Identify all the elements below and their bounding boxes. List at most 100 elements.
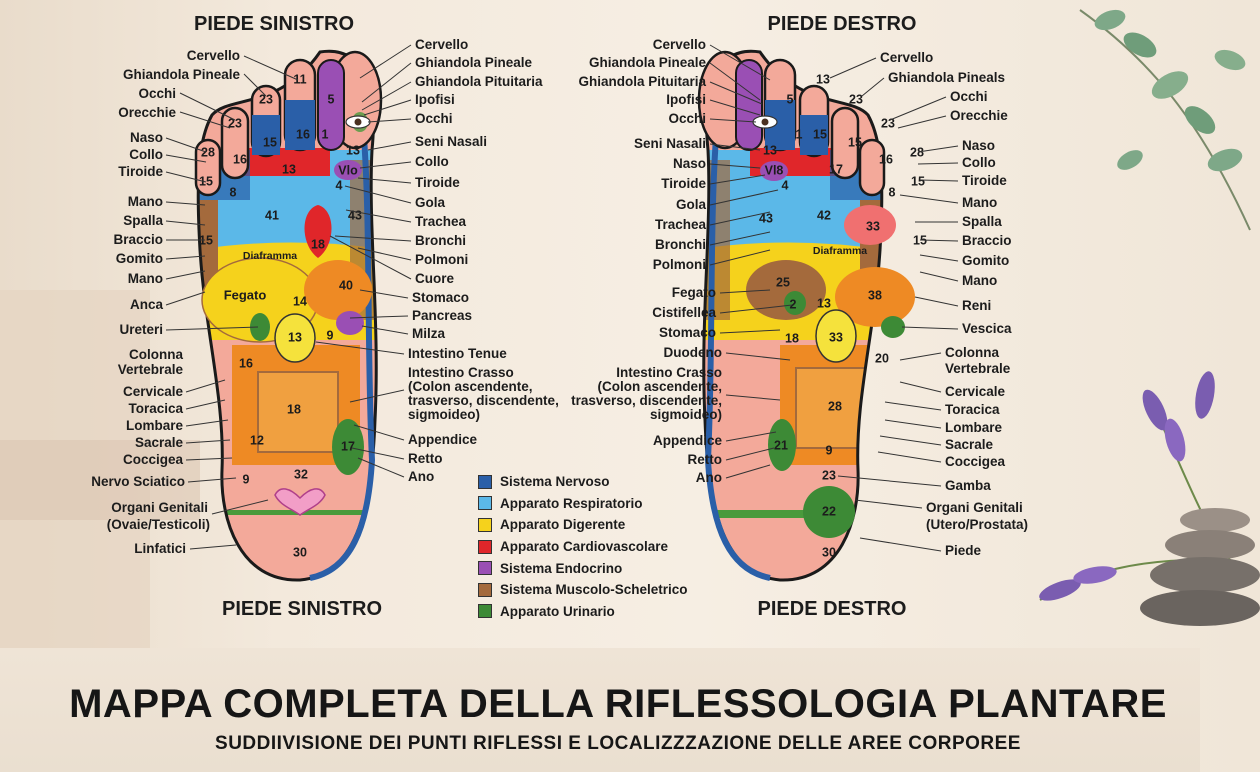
zone-number: 23 bbox=[259, 92, 273, 106]
label: Braccio bbox=[962, 233, 1012, 248]
leader-lines bbox=[165, 44, 959, 552]
zone-number: 18 bbox=[287, 402, 301, 416]
zone-name-diaframma: Diaframma bbox=[813, 245, 867, 257]
zone-number: 28 bbox=[828, 399, 842, 413]
label: Vescica bbox=[962, 321, 1012, 336]
legend-item: Apparato Urinario bbox=[478, 601, 688, 623]
label: Tiroide bbox=[661, 176, 706, 191]
right-heading-top: PIEDE DESTRO bbox=[768, 13, 917, 35]
label: sigmoideo) bbox=[408, 407, 480, 422]
label: Ghiandola Pineale bbox=[415, 55, 533, 70]
legend-swatch bbox=[478, 474, 492, 489]
label: Mano bbox=[962, 195, 997, 210]
label: Trachea bbox=[415, 214, 467, 229]
label: Gomito bbox=[962, 253, 1009, 268]
label: Braccio bbox=[113, 232, 163, 247]
label: Cervello bbox=[187, 48, 240, 63]
label: Collo bbox=[129, 147, 163, 162]
label: Ano bbox=[696, 470, 722, 485]
label: Retto bbox=[688, 452, 723, 467]
label: Bronchi bbox=[415, 233, 466, 248]
zone-number: 22 bbox=[822, 504, 836, 518]
zone-number: 4 bbox=[782, 178, 789, 192]
left-foot: 11 5 1 23 23 16 15 28 16 15 13 8 41 43 1… bbox=[194, 49, 383, 582]
zone-number: 14 bbox=[293, 294, 307, 308]
label: Intestino Tenue bbox=[408, 346, 507, 361]
label: Ureteri bbox=[119, 322, 163, 337]
legend-label: Sistema Nervoso bbox=[500, 474, 610, 490]
label: Coccigea bbox=[945, 454, 1006, 469]
zone-number: 40 bbox=[339, 278, 353, 292]
legend-label: Apparato Respiratorio bbox=[500, 495, 643, 511]
label: Sacrale bbox=[945, 437, 994, 452]
label: Collo bbox=[962, 155, 996, 170]
label: Bronchi bbox=[655, 237, 706, 252]
label: Cervello bbox=[415, 37, 468, 52]
zone-number: 38 bbox=[868, 288, 882, 302]
zone-number: 23 bbox=[228, 116, 242, 130]
zone-number: 28 bbox=[201, 145, 215, 159]
legend-label: Sistema Muscolo-Scheletrico bbox=[500, 582, 688, 598]
zone-number: 16 bbox=[879, 152, 893, 166]
legend-item: Apparato Cardiovascolare bbox=[478, 536, 688, 558]
label: Piede bbox=[945, 543, 982, 558]
eucalyptus-icon bbox=[1079, 9, 1251, 231]
label: Mano bbox=[128, 194, 163, 209]
label: Cervello bbox=[653, 37, 706, 52]
label: Cistifellea bbox=[652, 305, 716, 320]
right-foot: 13 23 23 15 15 16 28 15 1 5 13 17 8 42 4… bbox=[697, 49, 927, 582]
zone-number: 2 bbox=[790, 297, 797, 311]
zone-number: 5 bbox=[328, 92, 335, 106]
label: Trachea bbox=[655, 217, 707, 232]
legend-label: Apparato Cardiovascolare bbox=[500, 539, 669, 555]
legend-swatch bbox=[478, 496, 492, 511]
legend-label: Apparato Urinario bbox=[500, 603, 615, 619]
label: Stomaco bbox=[412, 290, 469, 305]
label: Spalla bbox=[123, 213, 163, 228]
zone-number: 12 bbox=[250, 433, 264, 447]
label: Occhi bbox=[415, 111, 453, 126]
zone-number: 15 bbox=[848, 135, 862, 149]
label: Seni Nasali bbox=[415, 134, 487, 149]
zone-number: 28 bbox=[910, 145, 924, 159]
label: Ipofisi bbox=[415, 92, 455, 107]
label: (Colon ascendente, bbox=[408, 379, 533, 394]
zone-number: 9 bbox=[327, 328, 334, 342]
label: Occhi bbox=[950, 89, 988, 104]
label: Retto bbox=[408, 451, 443, 466]
left-foot-right-labels: Cervello Ghiandola Pineale Ghiandola Pit… bbox=[408, 37, 559, 484]
zone-number: 13 bbox=[817, 296, 831, 310]
zone-number: 32 bbox=[294, 467, 308, 481]
zone-name-fegato: Fegato bbox=[224, 287, 267, 302]
zone-number: 15 bbox=[199, 233, 213, 247]
zone-number: 16 bbox=[233, 152, 247, 166]
label: Appendice bbox=[408, 432, 478, 447]
legend-item: Sistema Nervoso bbox=[478, 471, 688, 493]
zone-number: 18 bbox=[785, 331, 799, 345]
zone-number: 33 bbox=[829, 330, 843, 344]
legend-label: Sistema Endocrino bbox=[500, 560, 623, 576]
label: Linfatici bbox=[134, 541, 186, 556]
label: Gamba bbox=[945, 478, 991, 493]
label: Polmoni bbox=[653, 257, 706, 272]
left-heading-bottom: PIEDE SINISTRO bbox=[222, 598, 382, 620]
label: Coccigea bbox=[123, 452, 184, 467]
zone-number: 25 bbox=[776, 275, 790, 289]
label: Naso bbox=[673, 156, 706, 171]
label: Sacrale bbox=[135, 435, 184, 450]
stones-icon bbox=[1140, 508, 1260, 626]
foot-diagram: 11 5 1 23 23 16 15 28 16 15 13 8 41 43 1… bbox=[0, 9, 1260, 650]
heart-icon bbox=[304, 205, 332, 258]
label: Polmoni bbox=[415, 252, 468, 267]
zone-number: 8 bbox=[889, 185, 896, 199]
right-foot-right-labels: Cervello Ghiandola Pineals Occhi Orecchi… bbox=[880, 50, 1028, 558]
zone-number: 9 bbox=[826, 443, 833, 457]
label: Tiroide bbox=[962, 173, 1007, 188]
uterus-icon bbox=[274, 488, 326, 516]
label: Naso bbox=[962, 138, 995, 153]
left-heading-top: PIEDE SINISTRO bbox=[194, 13, 354, 35]
label: (Ovaie/Testicoli) bbox=[107, 517, 210, 532]
label: Seni Nasali bbox=[634, 136, 706, 151]
label: Colonna bbox=[129, 347, 183, 362]
